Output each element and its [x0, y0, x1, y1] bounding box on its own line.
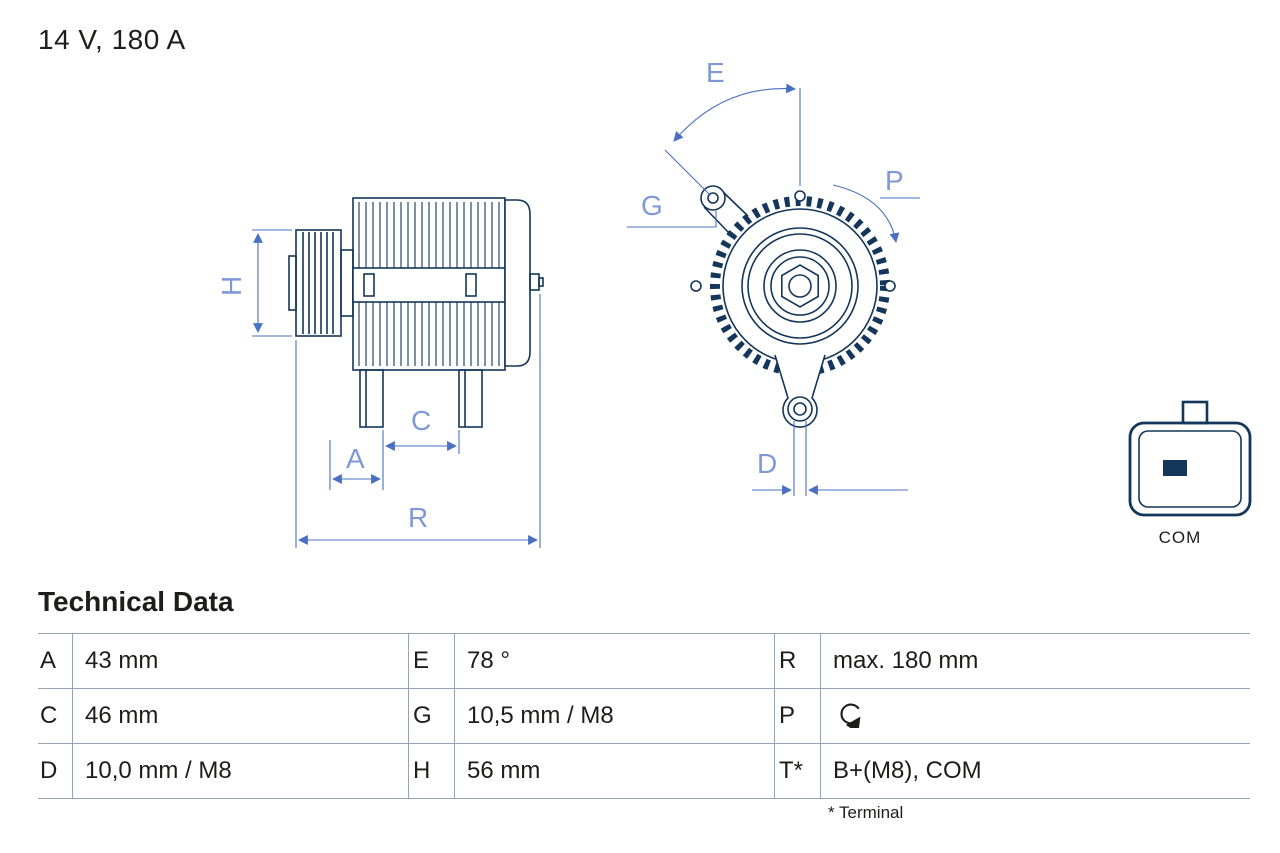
terminal-footnote: * Terminal [828, 803, 904, 822]
product-rating: 14 V, 180 A [38, 24, 186, 55]
rotation-direction-icon [835, 698, 865, 735]
dim-label-d: D [757, 448, 777, 479]
dim-label-g: G [641, 190, 663, 221]
table-cell-value: 43 mm [72, 634, 408, 689]
dim-label-r: R [408, 502, 428, 533]
table-cell-key: G [408, 689, 454, 744]
side-view-dimensions [252, 229, 541, 548]
table-cell-value: 56 mm [454, 744, 774, 799]
technical-data-heading: Technical Data [38, 586, 234, 617]
dim-label-h: H [216, 276, 247, 296]
table-cell-key: E [408, 634, 454, 689]
table-cell-value: 78 ° [454, 634, 774, 689]
dim-label-c: C [411, 405, 431, 436]
table-cell-value: 10,0 mm / M8 [72, 744, 408, 799]
table-cell-key: R [774, 634, 820, 689]
technical-drawing: H A C R [216, 57, 1252, 548]
connector-com-icon [1128, 400, 1252, 517]
connector-com-label: COM [1159, 528, 1202, 547]
table-cell-value: max. 180 mm [820, 634, 1250, 689]
table-cell-value: B+(M8), COM [820, 744, 1250, 799]
technical-data-table: A 43 mm E 78 ° R max. 180 mm C 46 mm G 1… [38, 633, 1250, 799]
alternator-front-view [690, 185, 896, 428]
table-cell-key: T* [774, 744, 820, 799]
table-cell-key: C [38, 689, 72, 744]
table-cell-key: P [774, 689, 820, 744]
table-cell-key: D [38, 744, 72, 799]
dim-label-e: E [706, 57, 725, 88]
dim-label-a: A [346, 443, 365, 474]
table-cell-key: H [408, 744, 454, 799]
table-cell-value: 46 mm [72, 689, 408, 744]
table-cell-key: A [38, 634, 72, 689]
diagram-svg: H A C R [216, 57, 1252, 548]
front-view-dimensions [627, 83, 920, 496]
dim-label-p: P [885, 165, 904, 196]
table-cell-value: 10,5 mm / M8 [454, 689, 774, 744]
table-cell-value [820, 689, 1250, 744]
alternator-side-view [288, 197, 544, 428]
